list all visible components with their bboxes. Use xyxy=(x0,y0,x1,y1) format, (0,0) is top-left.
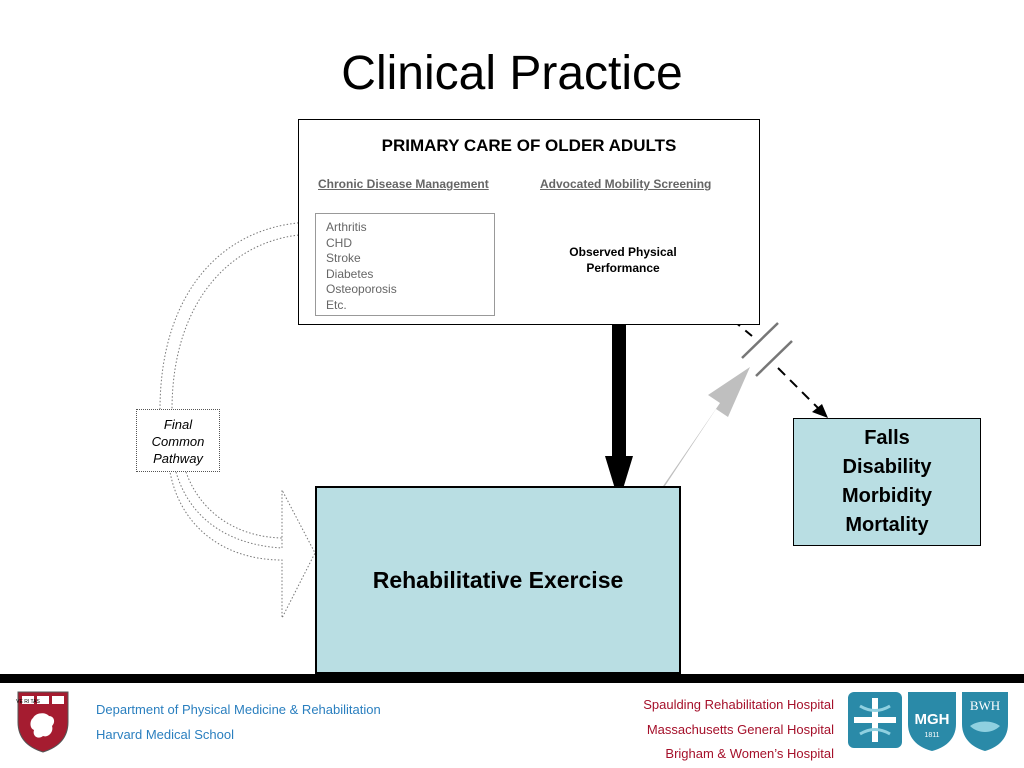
mgh-year: 1811 xyxy=(924,732,939,739)
outcome-item: Mortality xyxy=(845,514,929,536)
break-mark-2 xyxy=(755,340,793,377)
footer-hospital-2: Massachusetts General Hospital xyxy=(646,721,834,737)
grey-arrow xyxy=(641,367,750,501)
observed-performance-label: Observed Physical Performance xyxy=(522,244,724,276)
outcome-item: Disability xyxy=(842,456,932,478)
shield-text: VE RI TAS xyxy=(16,699,40,705)
pathway-line-2: Common xyxy=(151,434,205,449)
outcome-item: Falls xyxy=(864,427,910,449)
spaulding-logo xyxy=(848,692,902,748)
bwh-logo: BWH xyxy=(962,692,1008,751)
ellipse-line-1: Observed Physical xyxy=(569,245,677,259)
rehabilitative-exercise-box: Rehabilitative Exercise xyxy=(315,486,681,674)
mobility-screening-heading: Advocated Mobility Screening xyxy=(540,177,712,191)
pathway-line-3: Pathway xyxy=(153,451,203,466)
footer-department: Department of Physical Medicine & Rehabi… xyxy=(96,702,381,717)
black-arrow-head xyxy=(605,456,633,502)
pathway-line-1: Final xyxy=(163,417,193,432)
condition-item: Diabetes xyxy=(326,266,374,281)
slide-title: Clinical Practice xyxy=(341,47,683,100)
footer-hospital-1: Spaulding Rehabilitation Hospital xyxy=(643,697,834,712)
footer-school: Harvard Medical School xyxy=(96,727,235,742)
outcomes-box: Falls Disability Morbidity Mortality xyxy=(793,418,981,546)
primary-care-box: PRIMARY CARE OF OLDER ADULTS Chronic Dis… xyxy=(298,119,760,325)
pathway-curve-inner xyxy=(171,233,317,411)
pathway-arrow-inner xyxy=(185,471,283,539)
condition-item: Arthritis xyxy=(326,220,367,234)
harvard-shield-logo: VE RI TAS xyxy=(16,691,69,753)
outcome-item: Morbidity xyxy=(842,485,932,507)
mgh-text: MGH xyxy=(915,711,950,728)
condition-item: CHD xyxy=(326,235,352,250)
pathway-curve-outer xyxy=(159,221,317,411)
chronic-disease-heading: Chronic Disease Management xyxy=(318,177,489,191)
mgh-logo: MGH 1811 xyxy=(908,692,956,751)
condition-item: Osteoporosis xyxy=(326,282,397,296)
bwh-text: BWH xyxy=(970,698,1000,713)
dashed-line-lower xyxy=(777,367,819,409)
primary-care-title: PRIMARY CARE OF OLDER ADULTS xyxy=(381,136,677,155)
break-mark-1 xyxy=(741,322,779,359)
condition-item: Etc. xyxy=(326,297,347,312)
footer-left-text: Department of Physical Medicine & Rehabi… xyxy=(96,697,381,747)
rehabilitative-exercise-label: Rehabilitative Exercise xyxy=(372,566,624,593)
footer-hospital-3: Brigham & Women’s Hospital xyxy=(665,746,834,761)
footer-divider xyxy=(0,674,1024,683)
black-arrow-shaft xyxy=(612,316,626,456)
conditions-list: Arthritis CHD Stroke Diabetes Osteoporos… xyxy=(316,214,494,313)
ellipse-line-2: Performance xyxy=(586,261,660,275)
conditions-box: Arthritis CHD Stroke Diabetes Osteoporos… xyxy=(315,213,495,316)
condition-item: Stroke xyxy=(326,251,361,265)
dashed-arrow-head xyxy=(812,404,828,418)
footer-right-text: Spaulding Rehabilitation Hospital Massac… xyxy=(643,693,834,767)
pathway-arrow-outer xyxy=(169,471,316,619)
final-common-pathway-box: Final Common Pathway xyxy=(136,409,220,472)
